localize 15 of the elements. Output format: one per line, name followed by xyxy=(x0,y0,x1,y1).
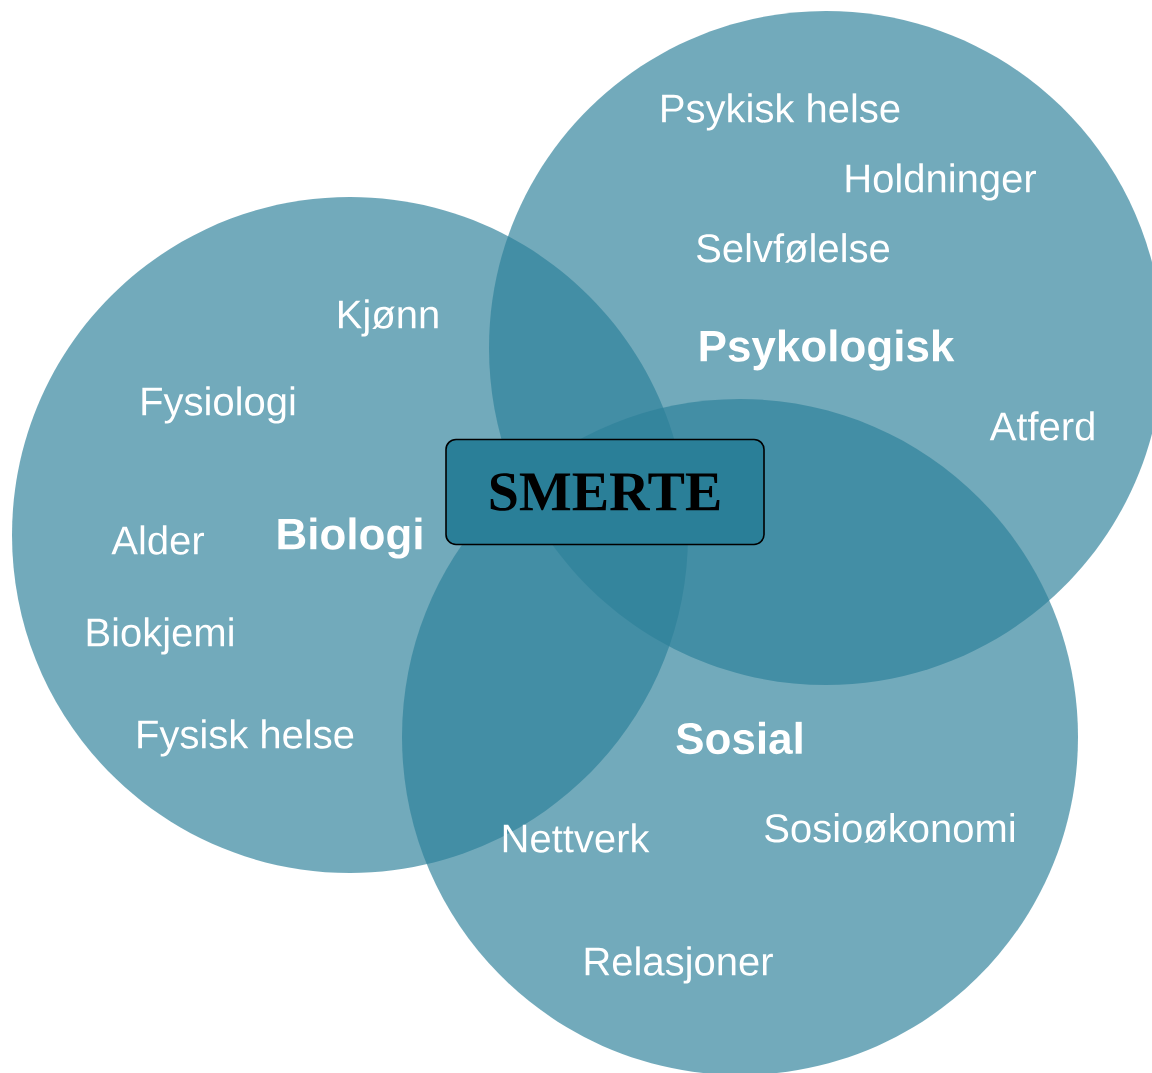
factor-label: Holdninger xyxy=(846,163,1036,201)
factor-label: Atferd xyxy=(989,411,1094,441)
factor-label: Fysiologi xyxy=(142,386,295,424)
category-label: Sosial xyxy=(676,721,802,755)
category-label: Biologi xyxy=(278,517,422,559)
factor-label: Kjønn xyxy=(339,299,438,337)
factor-label: Nettverk xyxy=(503,823,650,853)
category-label: Psykologisk xyxy=(700,329,955,371)
factor-label: Sosioøkonomi xyxy=(765,813,1014,843)
factor-label: Fysisk helse xyxy=(138,719,354,757)
factor-label: Biokjemi xyxy=(87,617,233,655)
factor-label: Psykisk helse xyxy=(662,93,900,131)
factor-label: Relasjoner xyxy=(585,946,773,984)
factor-label: Alder xyxy=(111,525,204,555)
factor-label: Selvfølelse xyxy=(697,233,889,263)
